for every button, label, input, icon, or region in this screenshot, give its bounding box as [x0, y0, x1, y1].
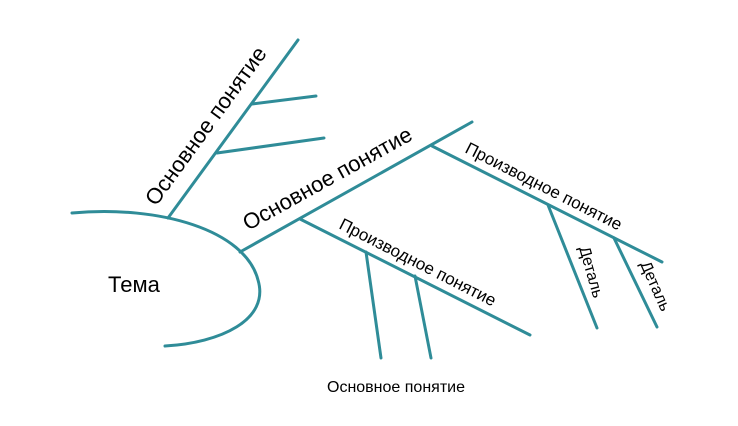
- topic-label: Тема: [108, 272, 161, 297]
- branch-derived-1-leg-2: [413, 274, 433, 360]
- label-derived-2: Производное понятие: [462, 139, 625, 235]
- branch-detail-1-line: [546, 203, 599, 330]
- branch-top-sub-1: [250, 94, 318, 106]
- branch-detail-2-line: [612, 236, 659, 329]
- branch-top-main: [166, 38, 300, 220]
- branch-middle-main: [238, 120, 474, 254]
- branch-derived-1-leg-1: [364, 250, 383, 360]
- label-detail-1: Деталь: [575, 244, 606, 300]
- topic-head-curve: [70, 210, 262, 348]
- label-bottom-main: Основное понятие: [327, 379, 465, 396]
- branch-top-sub-2: [215, 136, 326, 155]
- label-top-main: Основное понятие: [140, 42, 272, 210]
- label-middle-main: Основное понятие: [238, 122, 416, 236]
- label-detail-2: Деталь: [636, 259, 673, 314]
